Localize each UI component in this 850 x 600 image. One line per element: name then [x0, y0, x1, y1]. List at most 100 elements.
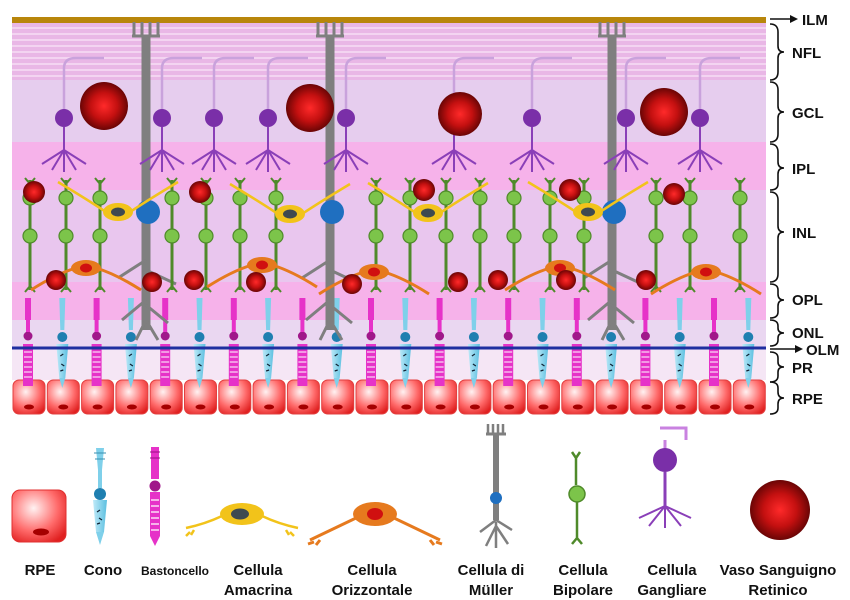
bipolar-soma: [165, 229, 179, 243]
legend-amacrine-label-2: Amacrina: [224, 582, 293, 599]
bipolar-soma: [507, 229, 521, 243]
rod-outer-segment: [297, 344, 307, 386]
rod-inner: [711, 298, 717, 320]
legend-muller-icon: [480, 424, 512, 548]
rod-nucleus: [92, 332, 101, 341]
cone-fiber: [197, 298, 203, 330]
rod-inner: [505, 298, 511, 320]
bipolar-soma: [403, 229, 417, 243]
rpe-cell-nucleus: [24, 405, 34, 410]
rod-inner: [642, 298, 648, 320]
legend-vessel-label-2: Retinico: [748, 582, 807, 599]
amacrine-nucleus: [421, 209, 435, 218]
rod-fiber: [438, 320, 442, 332]
rpe-cell-row: [13, 380, 765, 414]
cone-fiber: [265, 298, 271, 330]
ilm-band: [12, 17, 766, 23]
rpe-cell: [459, 380, 491, 414]
bipolar-soma-upper: [683, 191, 697, 205]
bipolar-soma: [269, 229, 283, 243]
blood-vessel: [46, 270, 66, 290]
legend-bipolar-icon: [569, 452, 585, 544]
legend-muller-label-1: Cellula di: [458, 562, 525, 579]
bracket-opl: [770, 284, 784, 318]
rod-outer-segment: [640, 344, 650, 386]
label-onl: ONL: [792, 325, 824, 342]
rpe-cell-nucleus: [641, 405, 651, 410]
rod-inner: [574, 298, 580, 320]
label-nfl: NFL: [792, 45, 821, 62]
rpe-cell-nucleus: [504, 405, 514, 410]
legend-horizontal-label-2: Orizzontale: [332, 582, 413, 599]
legend-rpe-icon: [12, 490, 66, 542]
legend-vessel-icon: [750, 480, 810, 540]
rod-fiber: [300, 320, 304, 332]
muller-nucleus: [320, 200, 344, 224]
rod-nucleus: [710, 332, 719, 341]
ganglion-soma: [337, 109, 355, 127]
rpe-cell: [322, 380, 354, 414]
rod-outer-segment: [160, 344, 170, 386]
ganglion-soma: [617, 109, 635, 127]
horizontal-nucleus: [80, 264, 92, 273]
rpe-cell-nucleus: [161, 405, 171, 410]
bipolar-soma-upper: [473, 191, 487, 205]
bipolar-soma: [59, 229, 73, 243]
rod-outer-segment: [23, 344, 33, 386]
rod-inner: [437, 298, 443, 320]
legend-rpe-label: RPE: [25, 562, 56, 579]
layer-pr: [12, 348, 766, 380]
amacrine-nucleus: [111, 208, 125, 217]
legend-ganglion-icon: [639, 428, 691, 528]
rpe-cell-nucleus: [710, 405, 720, 410]
bipolar-soma-upper: [165, 191, 179, 205]
rod-inner: [94, 298, 100, 320]
rod-nucleus: [24, 332, 33, 341]
cone-nucleus: [400, 332, 410, 342]
rod-fiber: [95, 320, 99, 332]
label-ipl: IPL: [792, 161, 815, 178]
rpe-cell: [733, 380, 765, 414]
bracket-rpe: [770, 382, 784, 414]
rod-nucleus: [161, 332, 170, 341]
rpe-cell-nucleus: [607, 405, 617, 410]
horizontal-nucleus: [700, 268, 712, 277]
rpe-cell-nucleus: [401, 405, 411, 410]
bipolar-soma-upper: [439, 191, 453, 205]
rpe-cell: [665, 380, 697, 414]
rod-nucleus: [229, 332, 238, 341]
rod-outer-segment: [229, 344, 239, 386]
bipolar-soma: [473, 229, 487, 243]
rod-inner: [25, 298, 31, 320]
bipolar-soma-upper: [733, 191, 747, 205]
layer-opl: [12, 282, 766, 320]
bipolar-soma-upper: [369, 191, 383, 205]
rpe-cell: [528, 380, 560, 414]
rod-nucleus: [298, 332, 307, 341]
bipolar-soma-upper: [649, 191, 663, 205]
rpe-cell-nucleus: [93, 405, 103, 410]
label-inl: INL: [792, 225, 816, 242]
legend-ganglion-label-1: Cellula: [647, 562, 697, 579]
bipolar-soma: [439, 229, 453, 243]
rod-outer-segment: [503, 344, 513, 386]
horizontal-nucleus: [256, 261, 268, 270]
blood-vessel: [448, 272, 468, 292]
rpe-cell-nucleus: [196, 405, 206, 410]
rod-outer-segment: [572, 344, 582, 386]
cone-nucleus: [606, 332, 616, 342]
blood-vessel: [636, 270, 656, 290]
legend-horizontal-label-1: Cellula: [347, 562, 397, 579]
bracket-onl: [770, 320, 784, 346]
amacrine-nucleus: [283, 210, 297, 219]
rod-fiber: [26, 320, 30, 332]
cone-nucleus: [57, 332, 67, 342]
ganglion-soma: [259, 109, 277, 127]
cone-nucleus: [469, 332, 479, 342]
blood-vessel: [142, 272, 162, 292]
cone-fiber: [471, 298, 477, 330]
cone-fiber: [402, 298, 408, 330]
blood-vessel: [413, 179, 435, 201]
blood-vessel: [246, 272, 266, 292]
cone-nucleus: [126, 332, 136, 342]
